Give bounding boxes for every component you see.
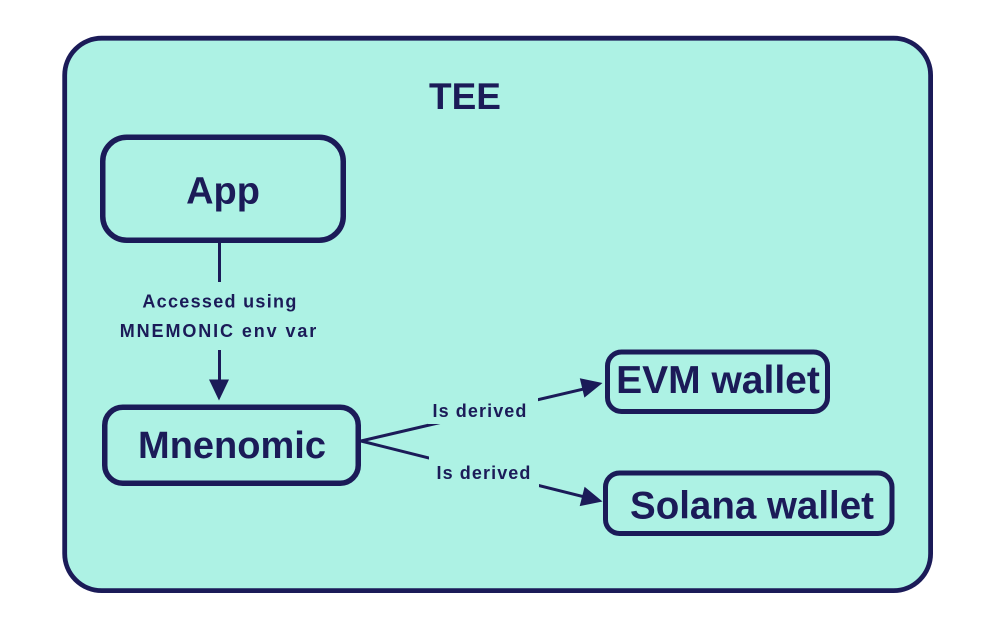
svg-text:App: App (186, 171, 260, 213)
svg-text:TEE: TEE (429, 76, 501, 117)
svg-text:Accessed using: Accessed using (142, 292, 297, 312)
svg-text:EVM wallet: EVM wallet (616, 359, 820, 402)
svg-text:Solana wallet: Solana wallet (630, 485, 874, 528)
svg-text:Mnenomic: Mnenomic (138, 425, 326, 467)
svg-text:MNEMONIC env var: MNEMONIC env var (120, 321, 318, 341)
svg-text:Is derived: Is derived (432, 401, 527, 421)
svg-text:Is derived: Is derived (436, 463, 531, 483)
